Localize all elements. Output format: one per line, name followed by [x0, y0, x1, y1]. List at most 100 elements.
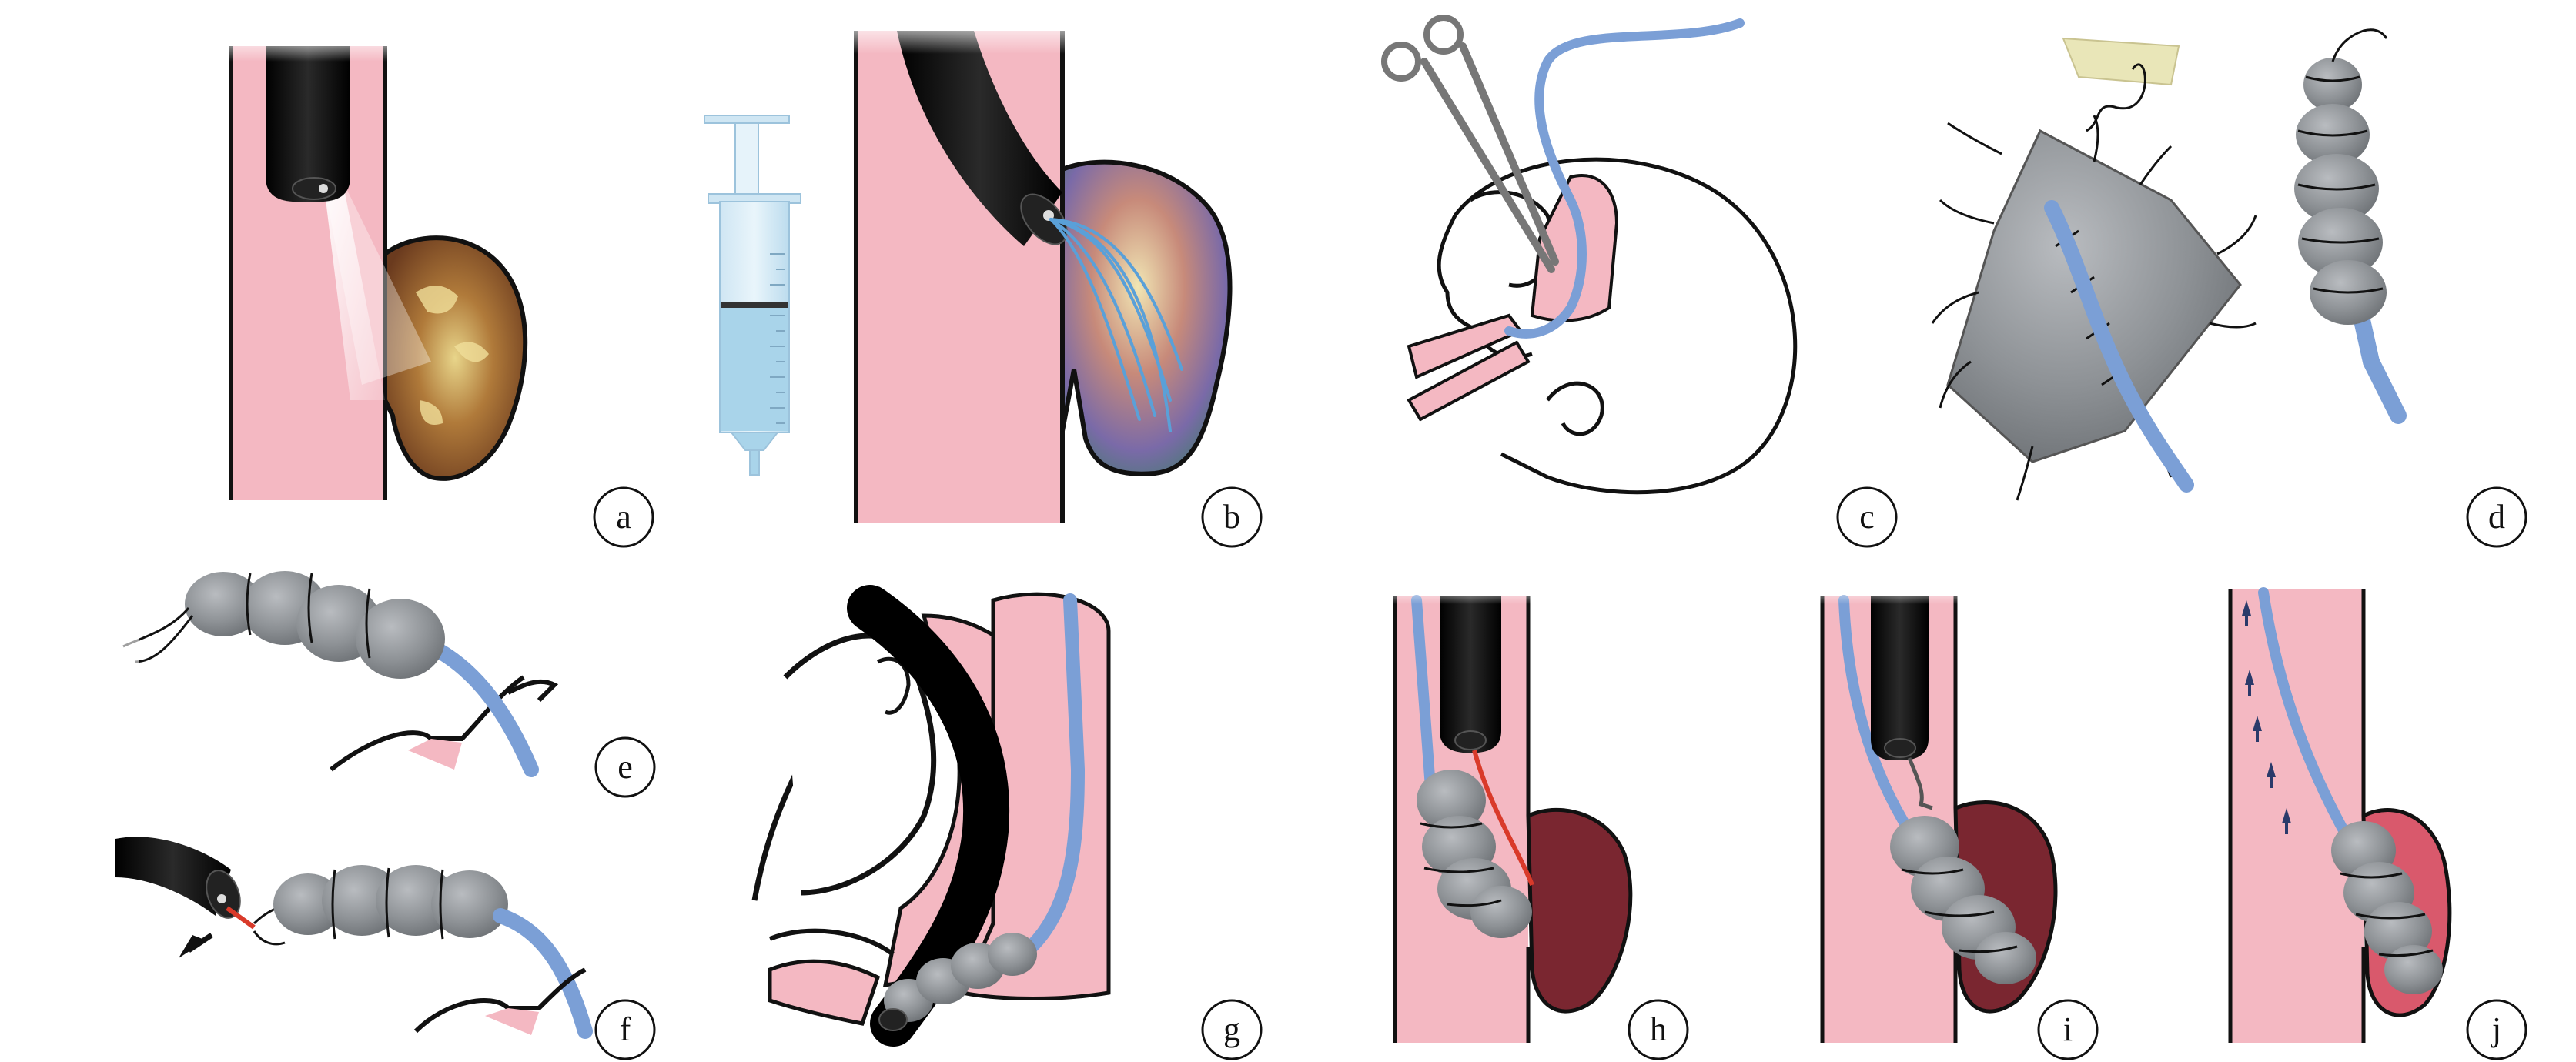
forceps	[1420, 42, 1559, 273]
panel-label-circle	[1836, 486, 1898, 548]
feeding-tube	[1838, 595, 1915, 837]
panel-label-circle	[1201, 999, 1263, 1060]
panel-label-b: b	[1201, 486, 1263, 548]
pharynx-pink	[1530, 174, 1619, 322]
panel-label-circle	[2466, 999, 2527, 1060]
syringe-plunger-head	[704, 115, 790, 124]
endoscope-tip	[292, 177, 336, 200]
endoscope-tip	[206, 870, 241, 919]
feeding-tube	[493, 908, 593, 1039]
endoscope-tip	[1454, 730, 1487, 750]
panel-label-text: d	[2488, 498, 2505, 536]
panel-label-f: f	[594, 999, 656, 1060]
panel-j	[2228, 587, 2452, 1043]
panel-label-text: b	[1223, 498, 1240, 536]
forceps-ring	[1381, 42, 1421, 82]
syringe	[704, 115, 801, 476]
light-beam	[323, 181, 385, 400]
panel-label-text: h	[1650, 1010, 1667, 1048]
panel-label-text: a	[616, 498, 631, 536]
panel-label-d: d	[2466, 486, 2527, 548]
head-outline	[1454, 157, 1798, 495]
panel-label-circle	[593, 486, 654, 548]
panel-label-circle	[594, 736, 656, 798]
endoscope-tip	[878, 1008, 908, 1031]
fade-left	[108, 569, 139, 677]
endoscope	[1871, 596, 1929, 760]
panel-labels: a b c d e f g h i j	[593, 486, 2527, 1060]
endoscope	[897, 31, 1062, 246]
panel-label-text: c	[1859, 498, 1875, 536]
scalpel-handle	[2062, 37, 2180, 86]
panel-label-text: i	[2063, 1010, 2073, 1048]
panel-label-a: a	[593, 486, 654, 548]
panel-label-g: g	[1201, 999, 1263, 1060]
stomach-outline	[413, 967, 587, 1034]
stomach-pink	[408, 739, 462, 770]
fade-top	[847, 15, 1078, 54]
panel-label-j: j	[2466, 999, 2527, 1060]
panel-label-i: i	[2037, 999, 2099, 1060]
panel-label-circle	[2466, 486, 2527, 548]
panel-i	[1813, 581, 2058, 1043]
lower-outline	[768, 928, 895, 957]
light-beam-wide	[323, 181, 431, 385]
endoscope	[1440, 596, 1501, 753]
suture-needle	[2086, 63, 2146, 132]
feeding-tube	[1025, 593, 1086, 953]
sponge-chain	[884, 933, 1037, 1022]
forceps-ring	[1423, 15, 1464, 55]
panel-d	[1931, 28, 2407, 501]
sponge-chain	[2331, 821, 2443, 994]
panel-label-h: h	[1628, 999, 1689, 1060]
panel-a	[216, 31, 528, 500]
syringe-stopper	[721, 302, 788, 308]
panel-label-e: e	[594, 736, 656, 798]
tongue	[876, 656, 911, 715]
irrigation-jets	[1049, 218, 1183, 432]
withdrawal-arrows	[2242, 600, 2291, 834]
panel-h	[1386, 581, 1633, 1043]
endoscope-lens	[319, 184, 328, 193]
stomach-pink	[485, 1008, 539, 1035]
panel-label-c: c	[1836, 486, 1898, 548]
sponge-chain	[1890, 816, 2036, 984]
panel-label-text: f	[620, 1010, 631, 1048]
panel-c	[1381, 15, 1798, 495]
fade-top	[216, 31, 400, 62]
leak-cavity	[1526, 807, 1633, 1014]
panel-g	[751, 585, 1111, 1047]
feeding-tube	[423, 639, 539, 777]
syringe-tip	[749, 449, 760, 476]
sponge-chain	[273, 865, 508, 940]
esophageal-lumen	[2229, 589, 2364, 1043]
panel-b	[847, 15, 1233, 523]
feeding-tube	[2258, 587, 2354, 844]
panel-label-text: e	[617, 748, 633, 786]
syringe-graduations	[770, 253, 785, 424]
panel-e	[108, 569, 559, 777]
panel-label-text: g	[1223, 1010, 1240, 1048]
sponge-chain	[1417, 770, 1532, 938]
ear-outline	[1546, 381, 1604, 436]
endoscope-tip	[1884, 738, 1916, 758]
panel-f	[115, 837, 593, 1039]
sponge-chain-vertical	[2294, 28, 2407, 424]
panel-label-text: j	[2491, 1010, 2501, 1048]
sponge-chain	[185, 571, 445, 679]
panel-label-circle	[2037, 999, 2099, 1060]
endoscope	[115, 837, 231, 916]
grasper-line	[1472, 750, 1534, 887]
feeding-tube	[1411, 595, 1437, 813]
fade-top	[1813, 581, 1967, 604]
panel-label-circle	[594, 999, 656, 1060]
cavity-mottle	[416, 286, 489, 425]
panel-label-circle	[1628, 999, 1689, 1060]
endoscope-lens	[217, 894, 226, 903]
grasper-line	[226, 906, 256, 930]
tube-through-sponge	[2044, 200, 2194, 493]
endoscope-tip	[1020, 193, 1068, 245]
panel-label-circle	[1201, 486, 1263, 548]
syringe-nozzle	[729, 432, 780, 451]
